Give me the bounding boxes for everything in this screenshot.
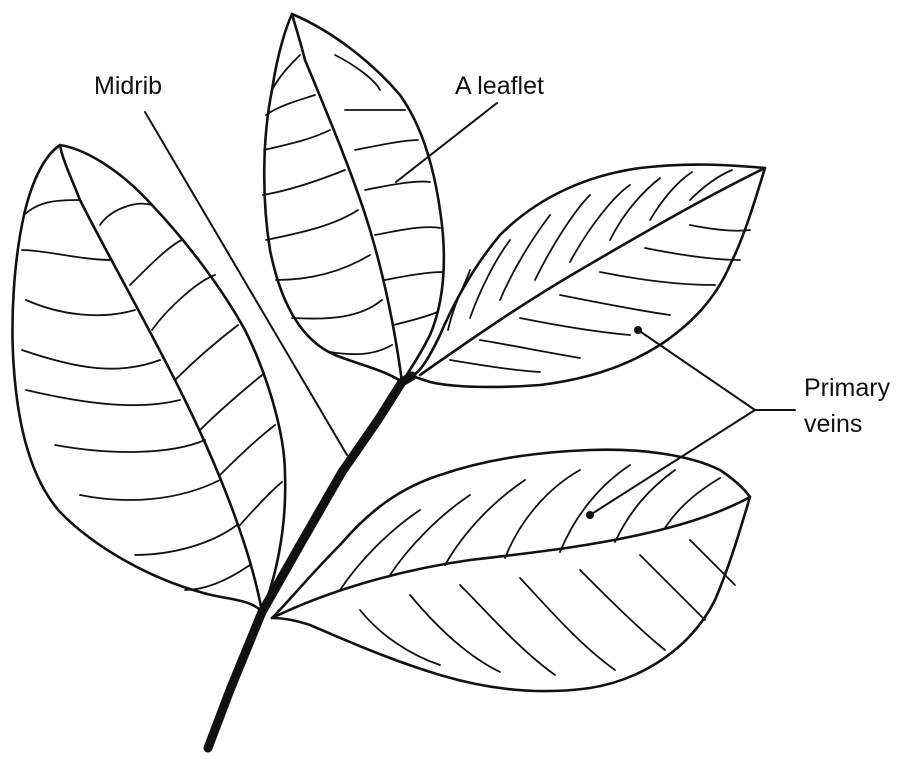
primary-veins-label-line2: veins xyxy=(804,412,862,437)
primary-vein-dot-lower xyxy=(586,511,594,519)
top-leaflet-outline xyxy=(264,14,444,382)
lower-right-leaflet-veins xyxy=(340,465,735,675)
upper-right-leaflet-outline xyxy=(412,165,765,387)
upper-right-leaflet-midrib xyxy=(420,168,765,375)
leaflet-label: A leaflet xyxy=(455,74,544,99)
lower-right-leaflet-outline xyxy=(272,450,750,691)
lower-right-leaflet-midrib xyxy=(272,497,750,618)
left-leaflet-veins xyxy=(22,200,282,590)
primary-veins-leader-line-lower xyxy=(590,410,755,515)
primary-veins-leader-line-upper xyxy=(638,330,755,410)
top-leaflet-midrib xyxy=(292,14,402,382)
midrib-label: Midrib xyxy=(94,74,162,99)
primary-veins-label-line1: Primary xyxy=(804,376,890,401)
primary-vein-dot-upper xyxy=(634,326,642,334)
rachis xyxy=(208,376,412,748)
midrib-leader-line xyxy=(145,112,347,455)
